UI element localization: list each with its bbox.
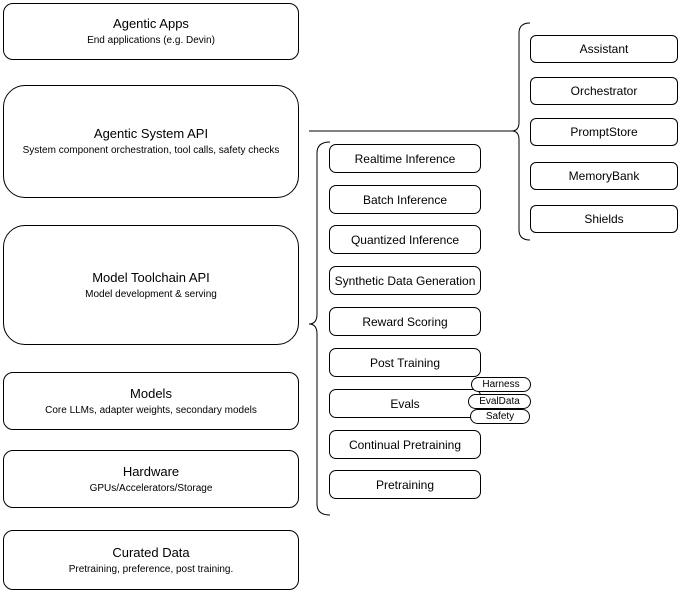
node-title: Agentic System API: [93, 126, 209, 141]
node-curated-data: Curated Data Pretraining, preference, po…: [3, 530, 299, 590]
node-subtitle: End applications (e.g. Devin): [87, 35, 215, 46]
node-synthetic-data-generation: Synthetic Data Generation: [329, 266, 481, 295]
node-title: Models: [130, 385, 172, 401]
node-post-training: Post Training: [329, 348, 481, 377]
node-quantized-inference: Quantized Inference: [329, 225, 481, 254]
components-brace: [511, 22, 531, 241]
pill-harness: Harness: [471, 377, 531, 392]
node-promptstore: PromptStore: [530, 118, 678, 146]
node-subtitle: GPUs/Accelerators/Storage: [89, 482, 213, 494]
node-title: Hardware: [122, 463, 180, 479]
node-subtitle: Core LLMs, adapter weights, secondary mo…: [45, 404, 257, 416]
node-model-toolchain-api: Model Toolchain API Model development & …: [3, 225, 299, 345]
node-assistant: Assistant: [530, 35, 678, 63]
node-continual-pretraining: Continual Pretraining: [329, 430, 481, 459]
node-evals: Evals: [329, 389, 481, 418]
node-title: Agentic Apps: [113, 16, 189, 31]
node-hardware: Hardware GPUs/Accelerators/Storage: [3, 450, 299, 508]
node-reward-scoring: Reward Scoring: [329, 307, 481, 336]
node-agentic-apps: Agentic Apps End applications (e.g. Devi…: [3, 3, 299, 60]
node-memorybank: MemoryBank: [530, 162, 678, 190]
node-subtitle: Pretraining, preference, post training.: [68, 563, 234, 575]
node-agentic-system-api: Agentic System API System component orch…: [3, 85, 299, 198]
node-orchestrator: Orchestrator: [530, 77, 678, 105]
pill-safety: Safety: [470, 409, 530, 424]
node-batch-inference: Batch Inference: [329, 185, 481, 214]
node-realtime-inference: Realtime Inference: [329, 144, 481, 173]
node-shields: Shields: [530, 205, 678, 233]
node-subtitle: System component orchestration, tool cal…: [22, 145, 280, 156]
node-models: Models Core LLMs, adapter weights, secon…: [3, 372, 299, 430]
node-title: Model Toolchain API: [92, 269, 210, 285]
toolchain-brace: [308, 141, 331, 516]
node-pretraining: Pretraining: [329, 470, 481, 499]
node-title: Curated Data: [112, 544, 190, 560]
pill-evaldata: EvalData: [468, 394, 531, 409]
node-subtitle: Model development & serving: [85, 288, 217, 300]
